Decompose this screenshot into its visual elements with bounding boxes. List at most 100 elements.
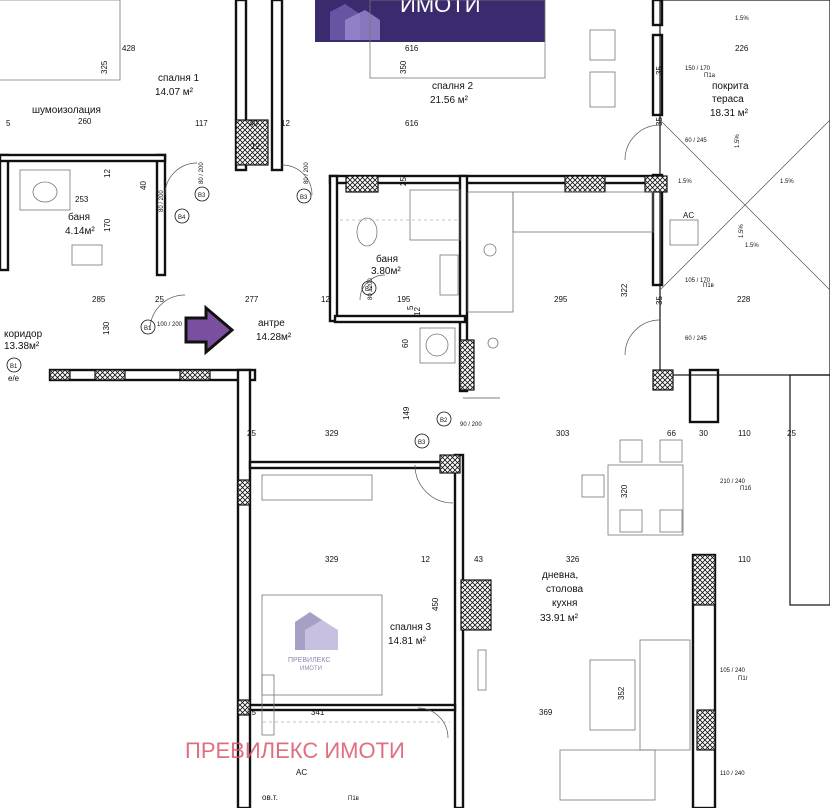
slope-label-3: 1.5% [739, 224, 745, 238]
dimension-11: 40 [139, 181, 148, 190]
bedroom1-name: спалня 1 [158, 73, 200, 84]
bedroom1-area: 14.07 м² [155, 87, 194, 98]
dimension-40: 450 [431, 597, 440, 611]
dimension-39: 110 [738, 555, 751, 564]
bedroom3-name: спалня 3 [390, 622, 432, 633]
dimension-20: 12 [413, 307, 422, 316]
dimension-24: 226 [735, 44, 749, 53]
dimension-21: 295 [554, 295, 568, 304]
door-code-7: B2 [440, 418, 448, 424]
dimension-42: 369 [539, 708, 553, 717]
door-size-4: 100 / 200 [157, 322, 183, 328]
dimension-19: 195 [397, 295, 411, 304]
dimension-33: 25 [787, 429, 796, 438]
dimension-31: 30 [699, 429, 708, 438]
terrace-name2: тераса [712, 94, 744, 105]
window-code-2: П1б [740, 486, 752, 492]
slope-label-2: 1.5% [780, 179, 794, 185]
bath2-area: 3.80м² [371, 266, 401, 277]
dimension-29: 303 [556, 429, 570, 438]
door-marker-2 [296, 188, 312, 204]
door-code-1: B4 [178, 215, 186, 221]
living-line2: столова [546, 584, 584, 595]
dimension-48: 35 [655, 66, 664, 75]
window-code-3: П1г [738, 676, 749, 682]
dimension-5: 616 [405, 119, 419, 128]
entry-area: 14.28м² [256, 332, 292, 343]
door-size-8: 105 / 170 [685, 278, 711, 284]
corridor-area: 13.38м² [4, 341, 40, 352]
door-size-9: 150 / 170 [685, 66, 711, 72]
dimension-4: 350 [399, 60, 408, 74]
window-code-0: П1а [704, 73, 716, 79]
dimension-35: 329 [325, 555, 339, 564]
entry-name: антре [258, 318, 285, 329]
bedroom2-name: спалня 2 [432, 81, 474, 92]
dimension-14: 285 [92, 295, 106, 304]
dimension-1: 325 [100, 60, 109, 74]
small-logo-line2: ИМОТИ [300, 666, 322, 672]
ac-label-2: AC [296, 768, 307, 777]
door-code-4: B1 [144, 326, 152, 332]
dimension-38: 326 [566, 555, 580, 564]
door-size-2: 80 / 200 [304, 162, 310, 184]
dimension-17: 25 [155, 295, 164, 304]
arrow-marker [184, 304, 235, 356]
insulation-label: шумоизолация [32, 105, 101, 116]
slope-label-4: 1.5% [735, 134, 741, 148]
dimension-47: 25 [399, 177, 408, 186]
logo-top-text: ИМОТИ [400, 0, 481, 17]
dimension-36: 12 [421, 555, 430, 564]
door-marker-1 [174, 208, 190, 224]
dimension-26: 35 [655, 117, 664, 126]
window-code-1: П1в [703, 283, 714, 289]
dimension-7: 40 [249, 119, 258, 128]
door-marker-4 [140, 319, 156, 335]
door-code-6: B3 [418, 440, 426, 446]
bath1-area: 4.14м² [65, 226, 95, 237]
window-code-4: П1в [348, 796, 359, 802]
dimension-12: 12 [103, 169, 112, 178]
corridor-name: коридор [4, 329, 43, 340]
dimension-28: 149 [402, 406, 411, 420]
small-label: ов.т. [262, 793, 278, 802]
small-logo: ПРЕВИЛЕКС ИМОТИ [288, 612, 338, 672]
door-code-2: B3 [300, 195, 308, 201]
door-size-10: 210 / 240 [720, 479, 746, 485]
terrace-name1: покрита [712, 81, 749, 92]
door-code-5: B1 [10, 364, 18, 370]
top-logo: ИМОТИ [315, 0, 545, 42]
door-marker-6 [414, 433, 430, 449]
dimension-50: 60 [401, 339, 410, 348]
slope-labels: 1.5%1.5%1.5%1.5%1.5%1.5% [678, 16, 794, 249]
dimension-34: 320 [620, 484, 629, 498]
terrace-area: 18.31 м² [710, 108, 749, 119]
bath2-name: баня [376, 253, 398, 265]
bedroom2-area: 21.56 м² [430, 95, 469, 106]
door-marker-7 [436, 411, 452, 427]
door-size-6: 60 / 245 [685, 138, 707, 144]
door-marker-0 [194, 186, 210, 202]
dimension-9: 12 [281, 119, 290, 128]
dimension-22: 322 [620, 283, 629, 297]
dimension-3: 616 [405, 44, 419, 53]
living-line1: дневна, [542, 570, 578, 581]
door-size-5: 90 / 200 [460, 422, 482, 428]
dimension-44: 25 [247, 429, 256, 438]
el-label: e/e [8, 374, 20, 383]
room-labels: спалня 1 14.07 м² спалня 2 21.56 м² шумо… [4, 73, 749, 647]
bottom-watermark: ПРЕВИЛЕКС ИМОТИ [185, 738, 405, 763]
dimension-8: 12 [251, 142, 260, 151]
bath1-name: баня [68, 211, 90, 223]
slope-label-1: 1.5% [678, 179, 692, 185]
door-size-7: 60 / 245 [685, 336, 707, 342]
small-logo-line1: ПРЕВИЛЕКС [288, 657, 330, 664]
dimension-43: 352 [617, 686, 626, 700]
dimension-6: 117 [195, 119, 208, 128]
dimension-41: 341 [311, 708, 325, 717]
dimension-15: 130 [102, 321, 111, 335]
